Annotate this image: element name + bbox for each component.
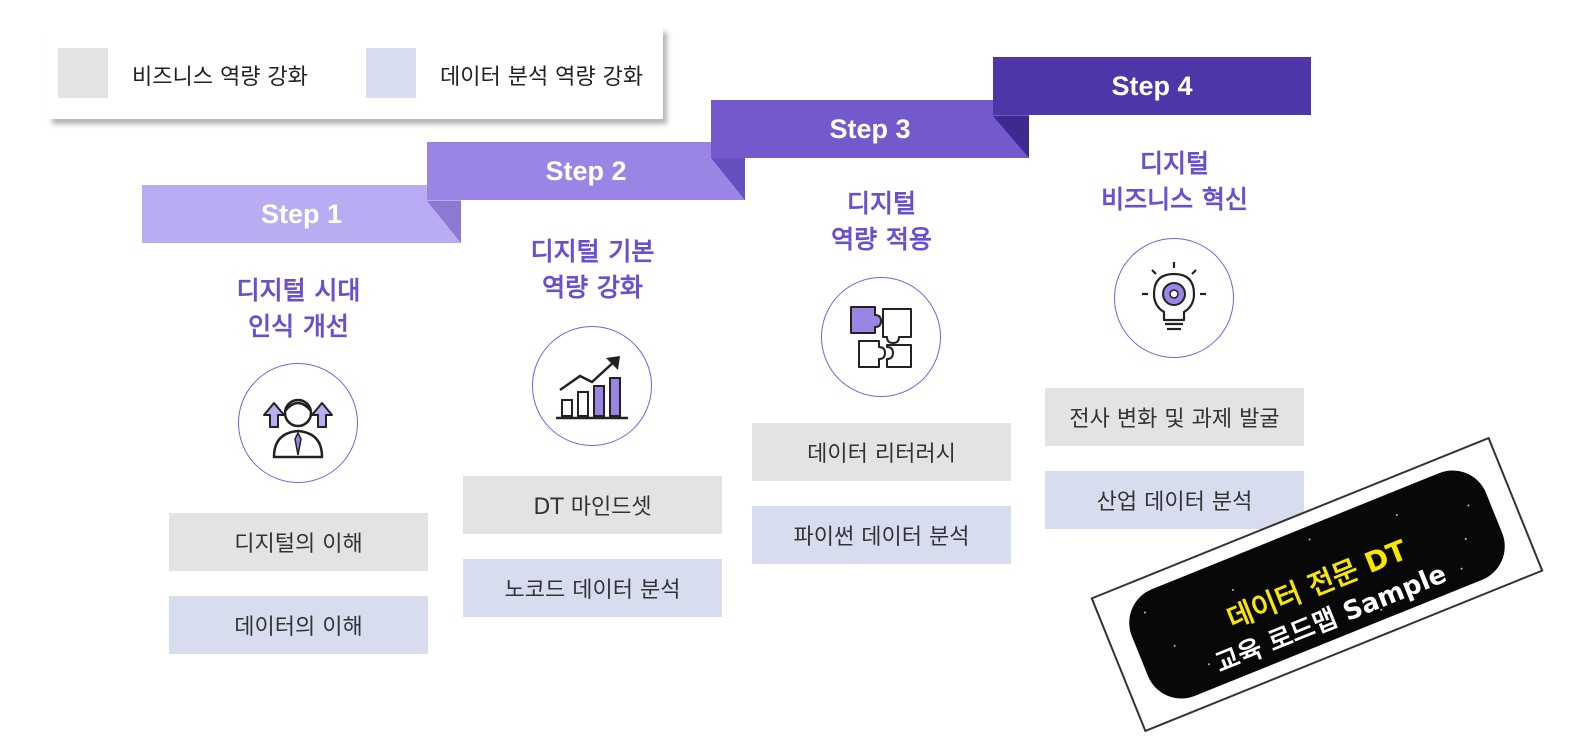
puzzle-icon [850, 306, 912, 368]
legend-data-swatch [366, 48, 416, 98]
step-3-item-1: 데이터 리터러시 [752, 423, 1011, 481]
step-4-heading: 디지털 비즈니스 혁신 [1045, 146, 1304, 218]
step-4-item-1: 전사 변화 및 과제 발굴 [1045, 388, 1304, 446]
legend-data-label: 데이터 분석 역량 강화 [440, 65, 644, 90]
step-4-heading-line2: 비즈니스 혁신 [1101, 185, 1248, 214]
step-4-icon-circle [1114, 238, 1234, 358]
step-3-item-2: 파이썬 데이터 분석 [752, 506, 1011, 564]
legend-business-label: 비즈니스 역량 강화 [132, 65, 308, 90]
legend: 비즈니스 역량 강화 데이터 분석 역량 강화 [48, 27, 663, 119]
step-3-icon-circle [821, 277, 941, 397]
step-1-heading-line1: 디지털 시대 [236, 276, 361, 305]
step-1-banner: Step 1 [142, 185, 461, 243]
legend-business-swatch [58, 48, 108, 98]
step-2-banner: Step 2 [427, 142, 745, 200]
step-4-heading-line1: 디지털 [1139, 149, 1209, 178]
step-2-item-2: 노코드 데이터 분석 [463, 559, 722, 617]
step-1-heading: 디지털 시대 인식 개선 [169, 273, 428, 345]
step-2-heading-line2: 역량 강화 [542, 273, 643, 302]
step-1-item-1: 디지털의 이해 [169, 513, 428, 571]
step-2-fold [711, 158, 745, 200]
step-1-heading-line2: 인식 개선 [248, 312, 349, 341]
step-3-heading-line1: 디지털 [846, 189, 916, 218]
growth-person-icon [263, 398, 333, 459]
step-2-icon-circle [532, 326, 652, 446]
step-1-fold [427, 201, 461, 243]
step-3-fold [993, 116, 1029, 158]
step-2-item-1: DT 마인드셋 [463, 476, 722, 534]
step-3-banner: Step 3 [711, 100, 1029, 158]
idea-bulb-gear-icon [1142, 262, 1206, 331]
step-4-item-2: 산업 데이터 분석 [1045, 471, 1304, 529]
step-2-heading-line1: 디지털 기본 [530, 237, 655, 266]
step-3-heading-line2: 역량 적용 [831, 225, 932, 254]
step-3-heading: 디지털 역량 적용 [752, 186, 1011, 258]
step-1-item-2: 데이터의 이해 [169, 596, 428, 654]
step-4-banner: Step 4 [993, 57, 1311, 115]
step-1-icon-circle [238, 363, 358, 483]
step-2-heading: 디지털 기본 역량 강화 [463, 234, 722, 306]
growth-chart-icon [556, 356, 628, 420]
